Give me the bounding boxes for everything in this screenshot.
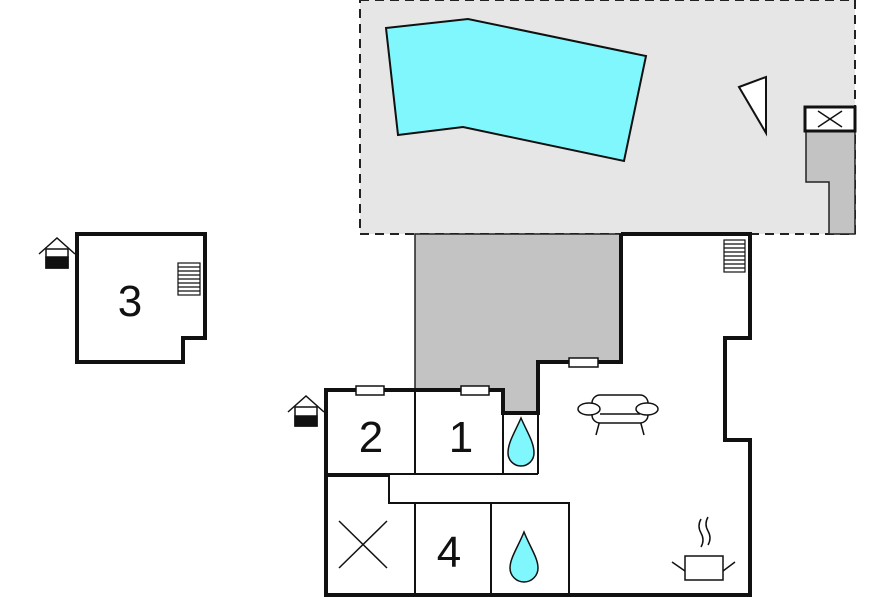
house-outer-wall — [324, 232, 752, 597]
room-label: 3 — [118, 277, 142, 326]
interior-walls — [326, 390, 570, 595]
room-label: 4 — [437, 528, 461, 577]
separate-entrance-icon — [287, 394, 325, 427]
water-drop-icon — [509, 529, 539, 583]
cross-mark-icon — [338, 520, 388, 569]
pool-shape — [384, 17, 648, 163]
sofa-icon — [577, 394, 659, 436]
separate-entrance-icon — [38, 236, 76, 269]
stairs-icon — [723, 239, 746, 273]
room-label: 1 — [449, 413, 473, 462]
window-icon — [355, 385, 385, 396]
stove-icon — [671, 516, 736, 581]
outdoor-shower-icon — [803, 105, 857, 133]
stairs-icon — [177, 262, 201, 296]
room-label: 2 — [359, 413, 383, 462]
window-icon — [568, 357, 599, 368]
annex-building — [75, 232, 207, 364]
window-icon — [460, 385, 490, 396]
water-drop-icon — [507, 416, 535, 467]
covered-terrace — [414, 233, 622, 414]
parasol-icon — [737, 75, 767, 137]
